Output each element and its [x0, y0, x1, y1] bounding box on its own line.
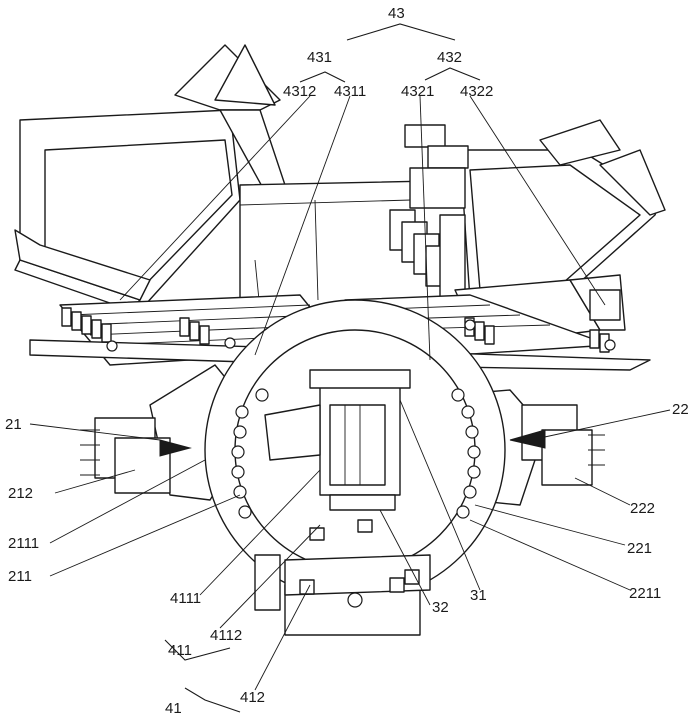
- label-22: 22: [672, 401, 689, 418]
- reference-labels: 43 431 432 4312 4311 4321 4322 21 212 21…: [5, 5, 689, 717]
- label-4312: 4312: [283, 83, 316, 100]
- label-432: 432: [437, 49, 462, 66]
- label-32: 32: [432, 599, 449, 616]
- label-braces: [164, 23, 481, 713]
- label-431: 431: [307, 49, 332, 66]
- bottom-assembly: [254, 519, 431, 636]
- label-2211: 2211: [629, 585, 661, 602]
- label-2111: 2111: [8, 535, 39, 552]
- label-212: 212: [8, 485, 33, 502]
- label-4112: 4112: [210, 627, 242, 644]
- label-4111: 4111: [170, 590, 201, 607]
- label-4321: 4321: [401, 83, 434, 100]
- label-43: 43: [388, 5, 405, 22]
- roller-teeth-left: [61, 307, 210, 345]
- label-4311: 4311: [334, 83, 366, 100]
- leader-lines: [29, 95, 671, 691]
- label-31: 31: [470, 587, 487, 604]
- rotary-ring: [204, 299, 506, 601]
- label-412: 412: [240, 689, 265, 706]
- label-4322: 4322: [460, 83, 493, 100]
- label-411: 411: [168, 642, 192, 659]
- label-211: 211: [8, 568, 32, 585]
- label-41: 41: [165, 700, 182, 717]
- label-21: 21: [5, 416, 22, 433]
- label-222: 222: [630, 500, 655, 517]
- ring-holes: [231, 388, 481, 519]
- label-221: 221: [627, 540, 652, 557]
